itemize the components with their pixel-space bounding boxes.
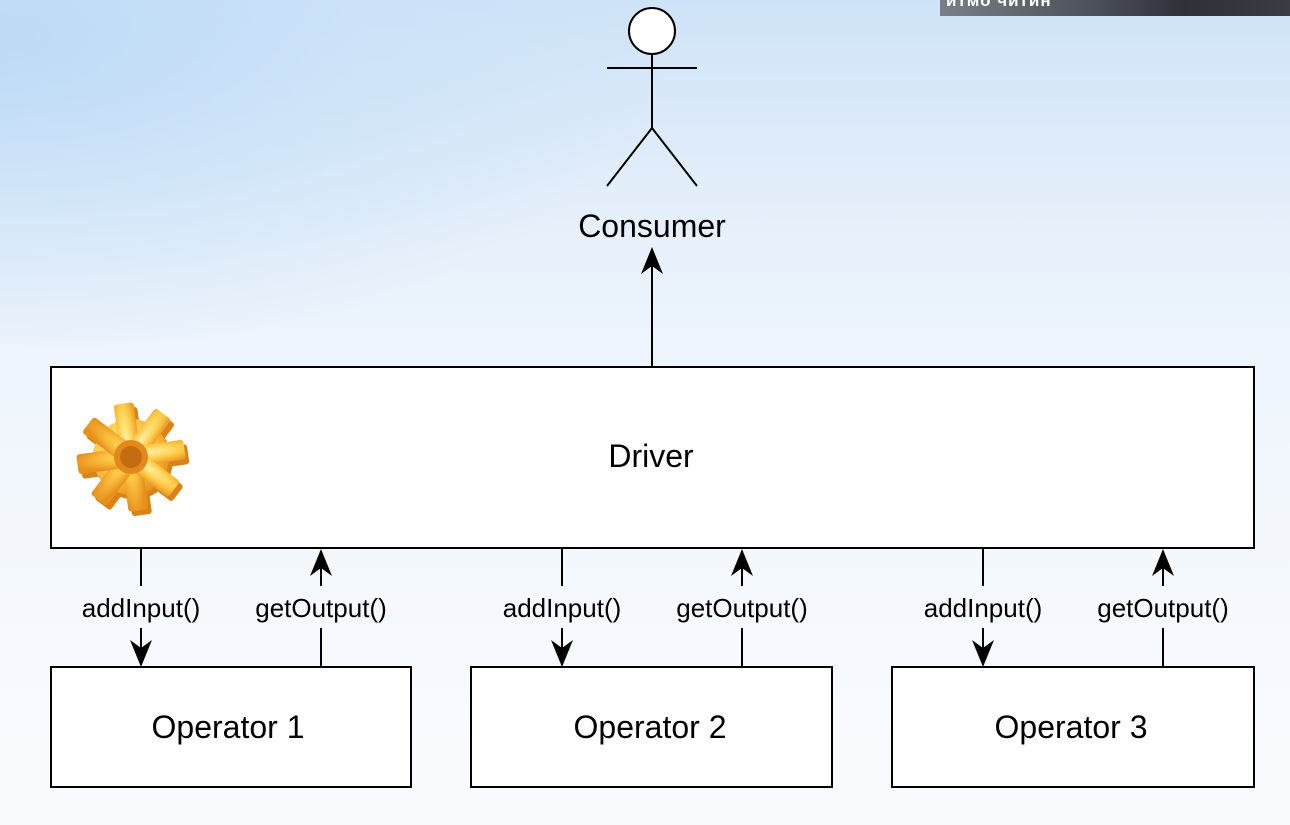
add-input-label: addInput() <box>82 593 201 623</box>
operator-3-group: addInput() getOutput() Operator 3 <box>891 548 1255 788</box>
get-output-label: getOutput() <box>255 593 387 623</box>
add-input-arrow <box>551 548 573 667</box>
add-input-arrow <box>130 548 152 667</box>
operator-1-box <box>50 666 412 788</box>
operator-2-label: Operator 2 <box>574 709 727 745</box>
get-output-label: getOutput() <box>676 593 808 623</box>
operator-2-group: addInput() getOutput() Operator 2 <box>470 548 833 788</box>
driver-box <box>50 366 1255 549</box>
driver-label: Driver <box>608 438 694 474</box>
driver-to-consumer-arrow <box>641 247 663 367</box>
webcam-label: итмо читин <box>946 0 1052 10</box>
get-output-label: getOutput() <box>1097 593 1229 623</box>
add-input-arrow <box>972 548 994 667</box>
get-output-arrow <box>731 549 753 667</box>
operator-3-box <box>891 666 1255 788</box>
operator-1-group: addInput() getOutput() Operator 1 <box>50 548 412 788</box>
get-output-arrow <box>1152 549 1174 667</box>
operator-3-label: Operator 3 <box>995 709 1148 745</box>
consumer-actor-icon <box>606 7 698 187</box>
operator-2-box <box>470 666 833 788</box>
get-output-arrow <box>310 549 332 667</box>
add-input-label: addInput() <box>503 593 622 623</box>
consumer-label: Consumer <box>578 208 726 244</box>
add-input-label: addInput() <box>924 593 1043 623</box>
gear-icon <box>76 402 190 517</box>
webcam-overlay: итмо читин <box>940 0 1290 16</box>
operator-1-label: Operator 1 <box>152 709 305 745</box>
